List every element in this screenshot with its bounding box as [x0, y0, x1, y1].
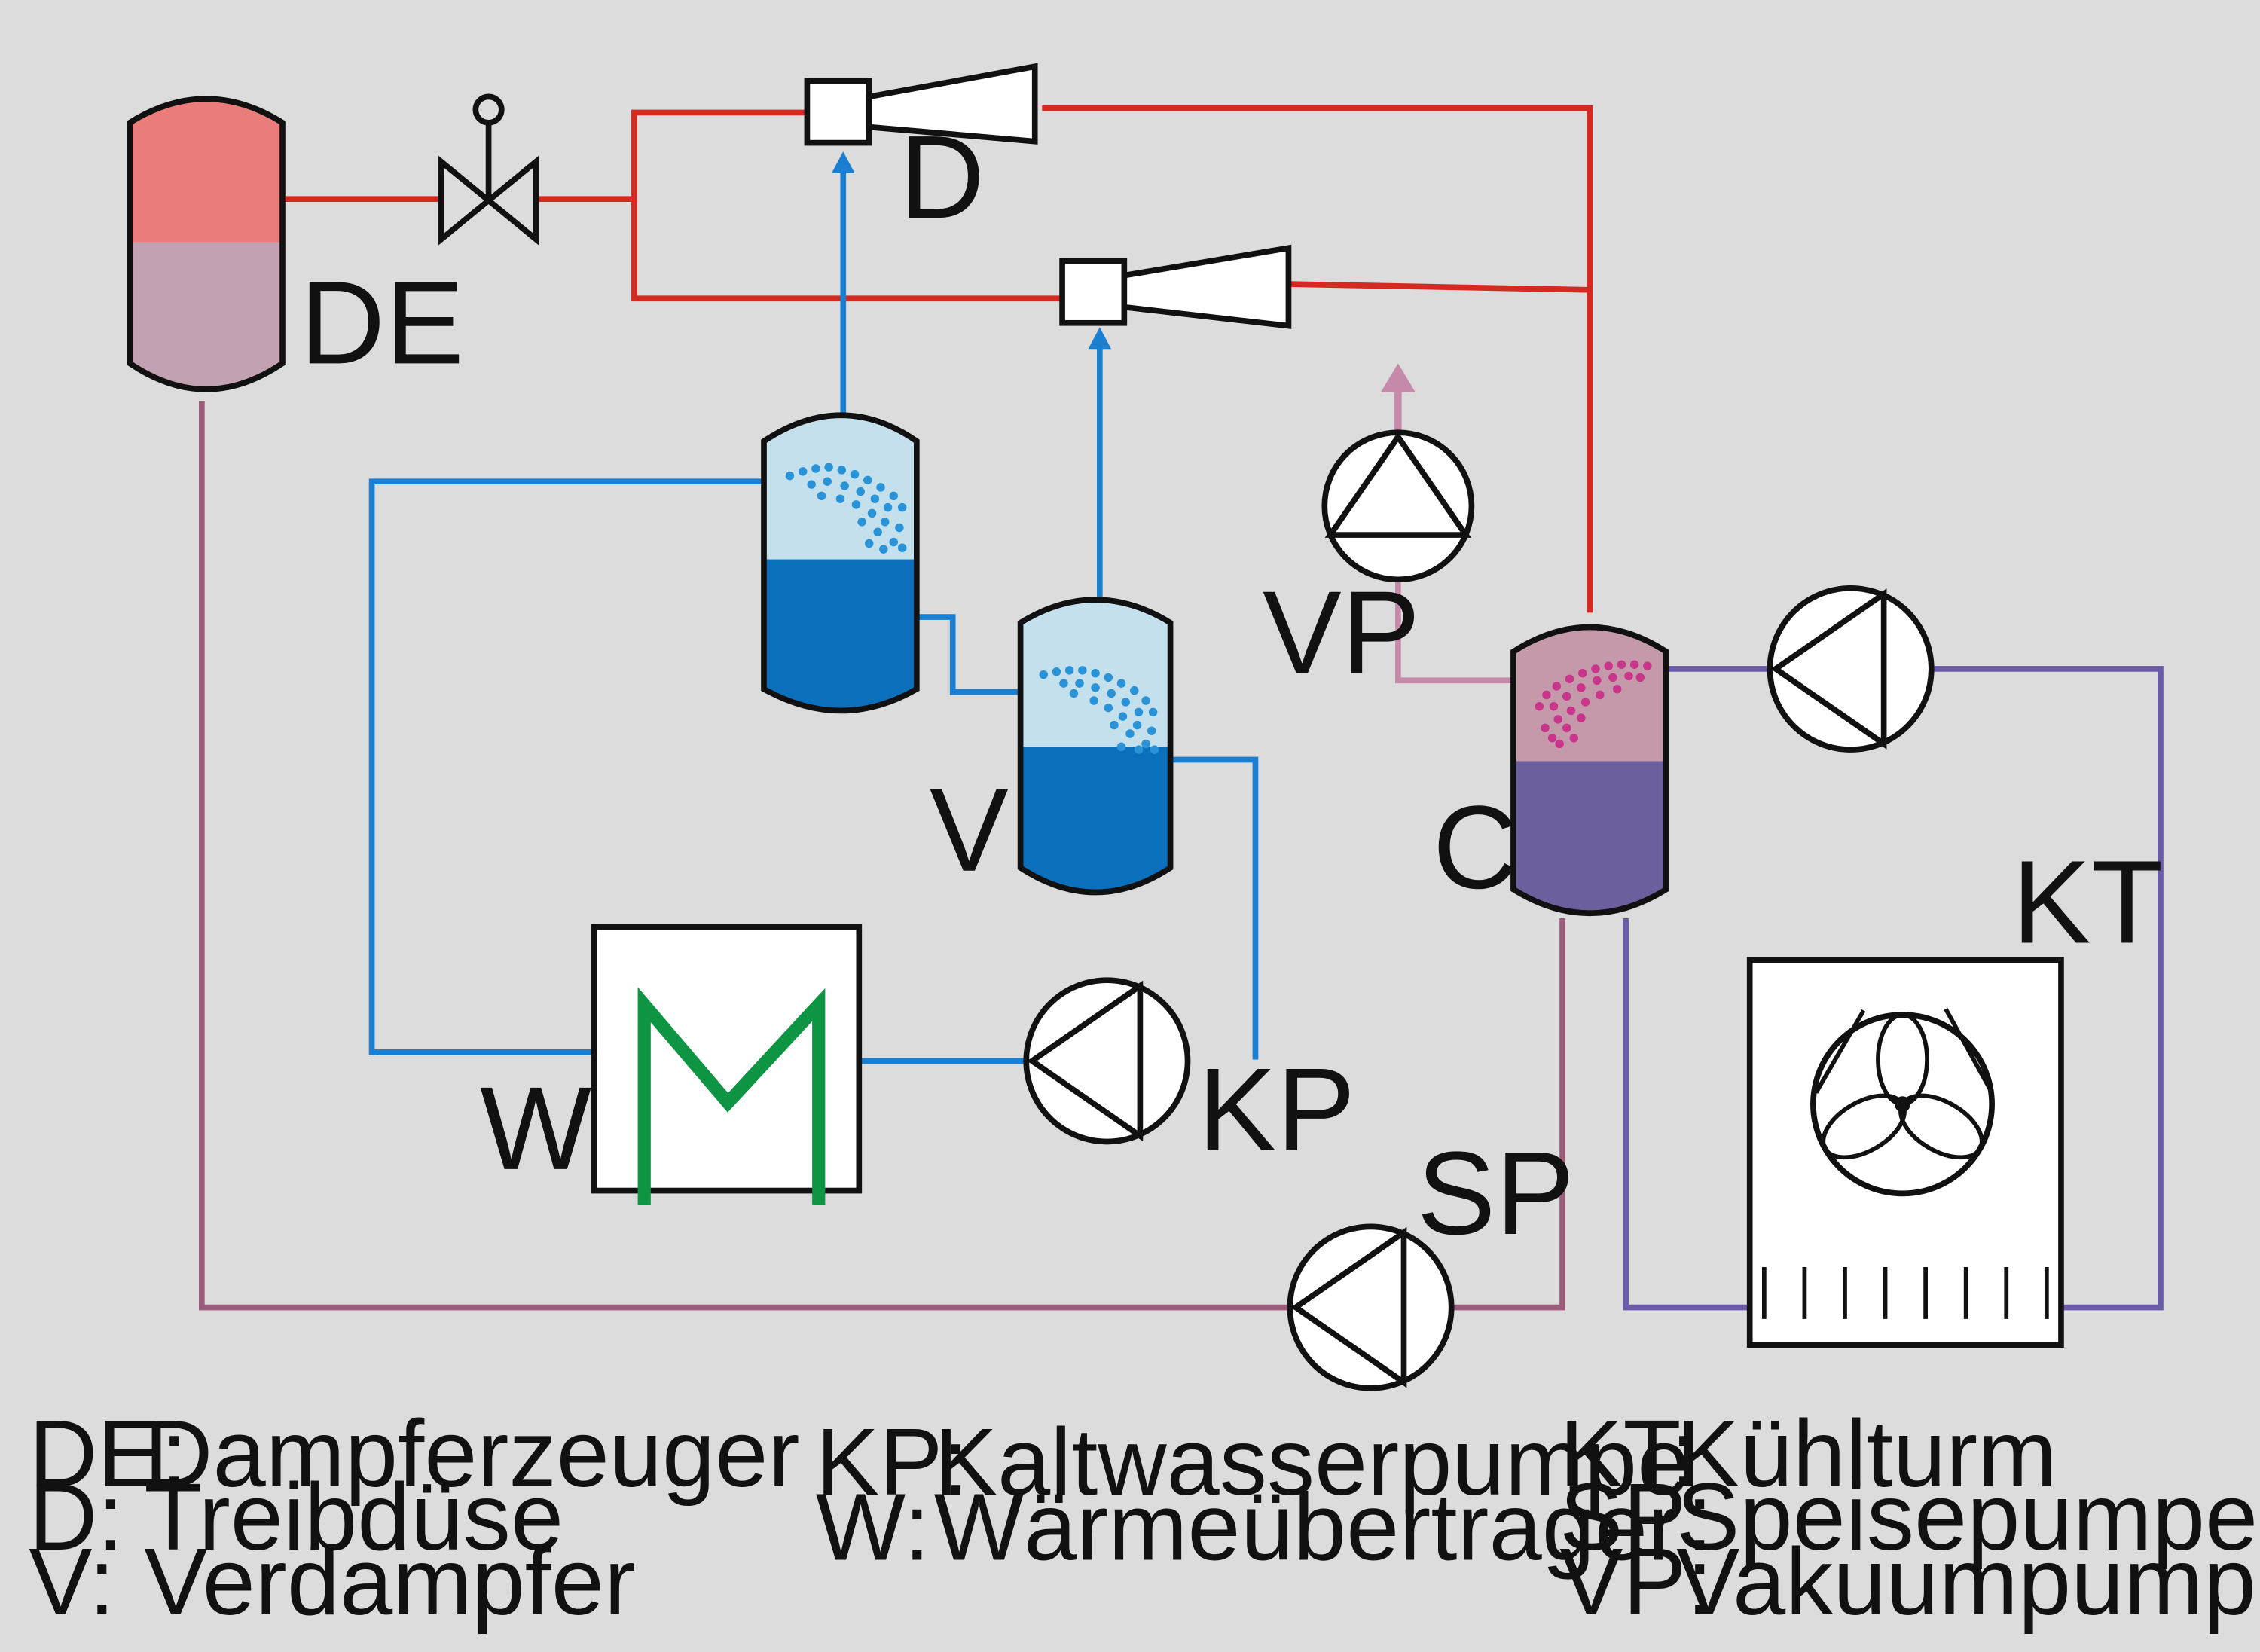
spray-droplets: [1039, 666, 1159, 754]
pump-icon: [1767, 585, 1935, 753]
legend-abbr: DE:: [29, 1400, 187, 1507]
legend-abbr: W:: [816, 1473, 930, 1580]
vapor-space: [1513, 627, 1666, 762]
legend-text: Speisepumpe: [1676, 1464, 2258, 1570]
label-feed-pump: SP: [1417, 1128, 1574, 1260]
vessel-overflow-line: [915, 614, 1022, 695]
legend-text: Kaltwasserpumpe: [934, 1409, 1690, 1515]
legend: DE: Dampferzeuger D: Treibdüse V: Verdam…: [29, 1400, 2260, 1635]
condensate-space: [130, 242, 282, 389]
diffuser-outlet-line-upper: [1042, 105, 1593, 613]
evaporator-outline: [1017, 597, 1174, 896]
label-nozzle: D: [899, 111, 985, 243]
legend-abbr: D:: [29, 1464, 124, 1570]
label-heat-exchanger: W: [480, 1063, 591, 1195]
legend-abbr: V:: [29, 1528, 115, 1635]
legend-abbr: SP:: [1559, 1464, 1713, 1570]
nozzle-supply-line: [631, 109, 1063, 302]
steam-generator-outline: [127, 96, 286, 392]
vacuum-line: [1395, 579, 1513, 684]
feed-pump-outlet-line: [1452, 918, 1565, 1311]
steam-space: [130, 99, 282, 243]
spray-droplets: [1535, 660, 1652, 749]
cooling-tower-box: [1746, 957, 2064, 1348]
arrow-up-icon: [1380, 363, 1416, 392]
label-evaporator: V: [930, 765, 1009, 896]
vapor-space: [764, 415, 917, 560]
condenser-outline: [1510, 624, 1669, 917]
diffuser-outlet-line-lower: [1290, 281, 1590, 293]
flow-arrows: [831, 151, 1416, 433]
legend-abbr: KT:: [1559, 1400, 1697, 1507]
spray-droplets: [785, 463, 907, 554]
legend-column: KP: Kaltwasserpumpe W: Wärmeübertrager: [816, 1409, 1690, 1580]
heat-exchanger-to-vessel-line: [368, 478, 768, 1055]
arrow-up-icon: [1088, 327, 1112, 350]
legend-text: Wärmeübertrager: [934, 1473, 1679, 1580]
pump-to-tower-line: [1931, 666, 2164, 1311]
steam-lines: [282, 105, 1593, 613]
label-chilled-water-pump: KP: [1198, 1044, 1355, 1176]
liquid-space: [1513, 761, 1666, 914]
evaporator-to-pump-line: [1167, 756, 1259, 1060]
legend-text: Kühlturm: [1676, 1400, 2057, 1507]
pump-icon: [1321, 429, 1475, 583]
tower-to-condenser-line: [1623, 918, 1750, 1311]
valve-icon: [438, 93, 539, 246]
legend-column: DE: Dampferzeuger D: Treibdüse V: Verdam…: [29, 1400, 799, 1635]
component-labels: DE D V W KP SP C VP KT: [300, 111, 2163, 1260]
evaporator: [1017, 597, 1174, 896]
nozzle-icon: [804, 63, 1038, 146]
chilled-water-pump: [1023, 977, 1191, 1145]
label-condenser: C: [1433, 782, 1518, 914]
condensate-lines: [199, 401, 1565, 1311]
pump-icon: [1023, 977, 1191, 1145]
legend-column: KT: Kühlturm SP: Speisepumpe VP: Vakuump…: [1559, 1400, 2260, 1635]
coil-icon: [637, 987, 826, 1205]
label-vacuum-pump: VP: [1263, 567, 1420, 699]
arrow-up-icon: [831, 151, 855, 173]
label-cooling-tower: KT: [2012, 836, 2163, 968]
legend-abbr: KP:: [816, 1409, 970, 1515]
legend-text: Verdampfer: [144, 1528, 636, 1635]
chilled-water-lines: [368, 169, 1259, 1064]
water-space: [764, 559, 917, 711]
condenser: [1510, 624, 1669, 917]
label-steam-generator: DE: [300, 257, 464, 389]
nozzle-icon: [1059, 244, 1292, 329]
cooling-water-pump: [1767, 585, 1935, 753]
steam-generator: [127, 96, 286, 392]
legend-text: Vakuumpumpe: [1676, 1528, 2260, 1635]
legend-abbr: VP:: [1559, 1528, 1713, 1635]
tower-fill-lines: [1761, 1266, 2049, 1319]
pump-icon: [1287, 1223, 1455, 1391]
fan-icon: [1810, 1008, 1995, 1197]
feed-pump: [1287, 1223, 1455, 1391]
flash-vessel: [761, 412, 920, 714]
cooling-tower: [1746, 957, 2064, 1348]
heat-exchanger: [591, 924, 863, 1205]
legend-text: Dampferzeuger: [144, 1400, 799, 1507]
water-space: [1020, 747, 1171, 893]
cooling-water-lines: [1623, 666, 2164, 1311]
condensate-return-line: [199, 401, 1290, 1311]
vacuum-pump: [1321, 429, 1475, 583]
legend-text: Treibdüse: [144, 1464, 563, 1570]
flash-vessel-outline: [761, 412, 920, 714]
